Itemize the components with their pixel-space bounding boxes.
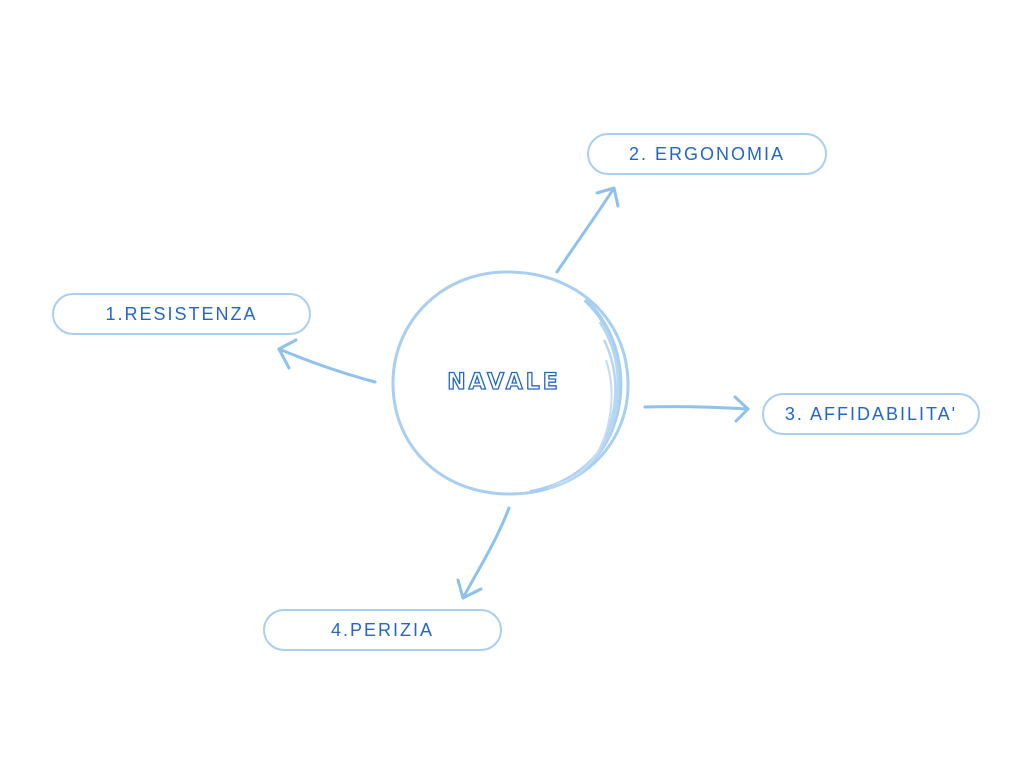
arrow-to-affidabilita bbox=[643, 395, 750, 423]
arrow-to-resistenza bbox=[277, 338, 377, 384]
branch-node-perizia[interactable]: 4.PERIZIA bbox=[263, 609, 502, 651]
central-topic-label: NAVALE bbox=[447, 369, 561, 395]
arrow-to-ergonomia bbox=[555, 186, 620, 274]
arrow-to-perizia bbox=[456, 506, 511, 600]
branch-node-ergonomia[interactable]: 2. ERGONOMIA bbox=[587, 133, 827, 175]
central-circle bbox=[391, 270, 630, 496]
branch-node-affidabilita[interactable]: 3. AFFIDABILITA' bbox=[762, 393, 980, 435]
branch-node-resistenza[interactable]: 1.RESISTENZA bbox=[52, 293, 311, 335]
